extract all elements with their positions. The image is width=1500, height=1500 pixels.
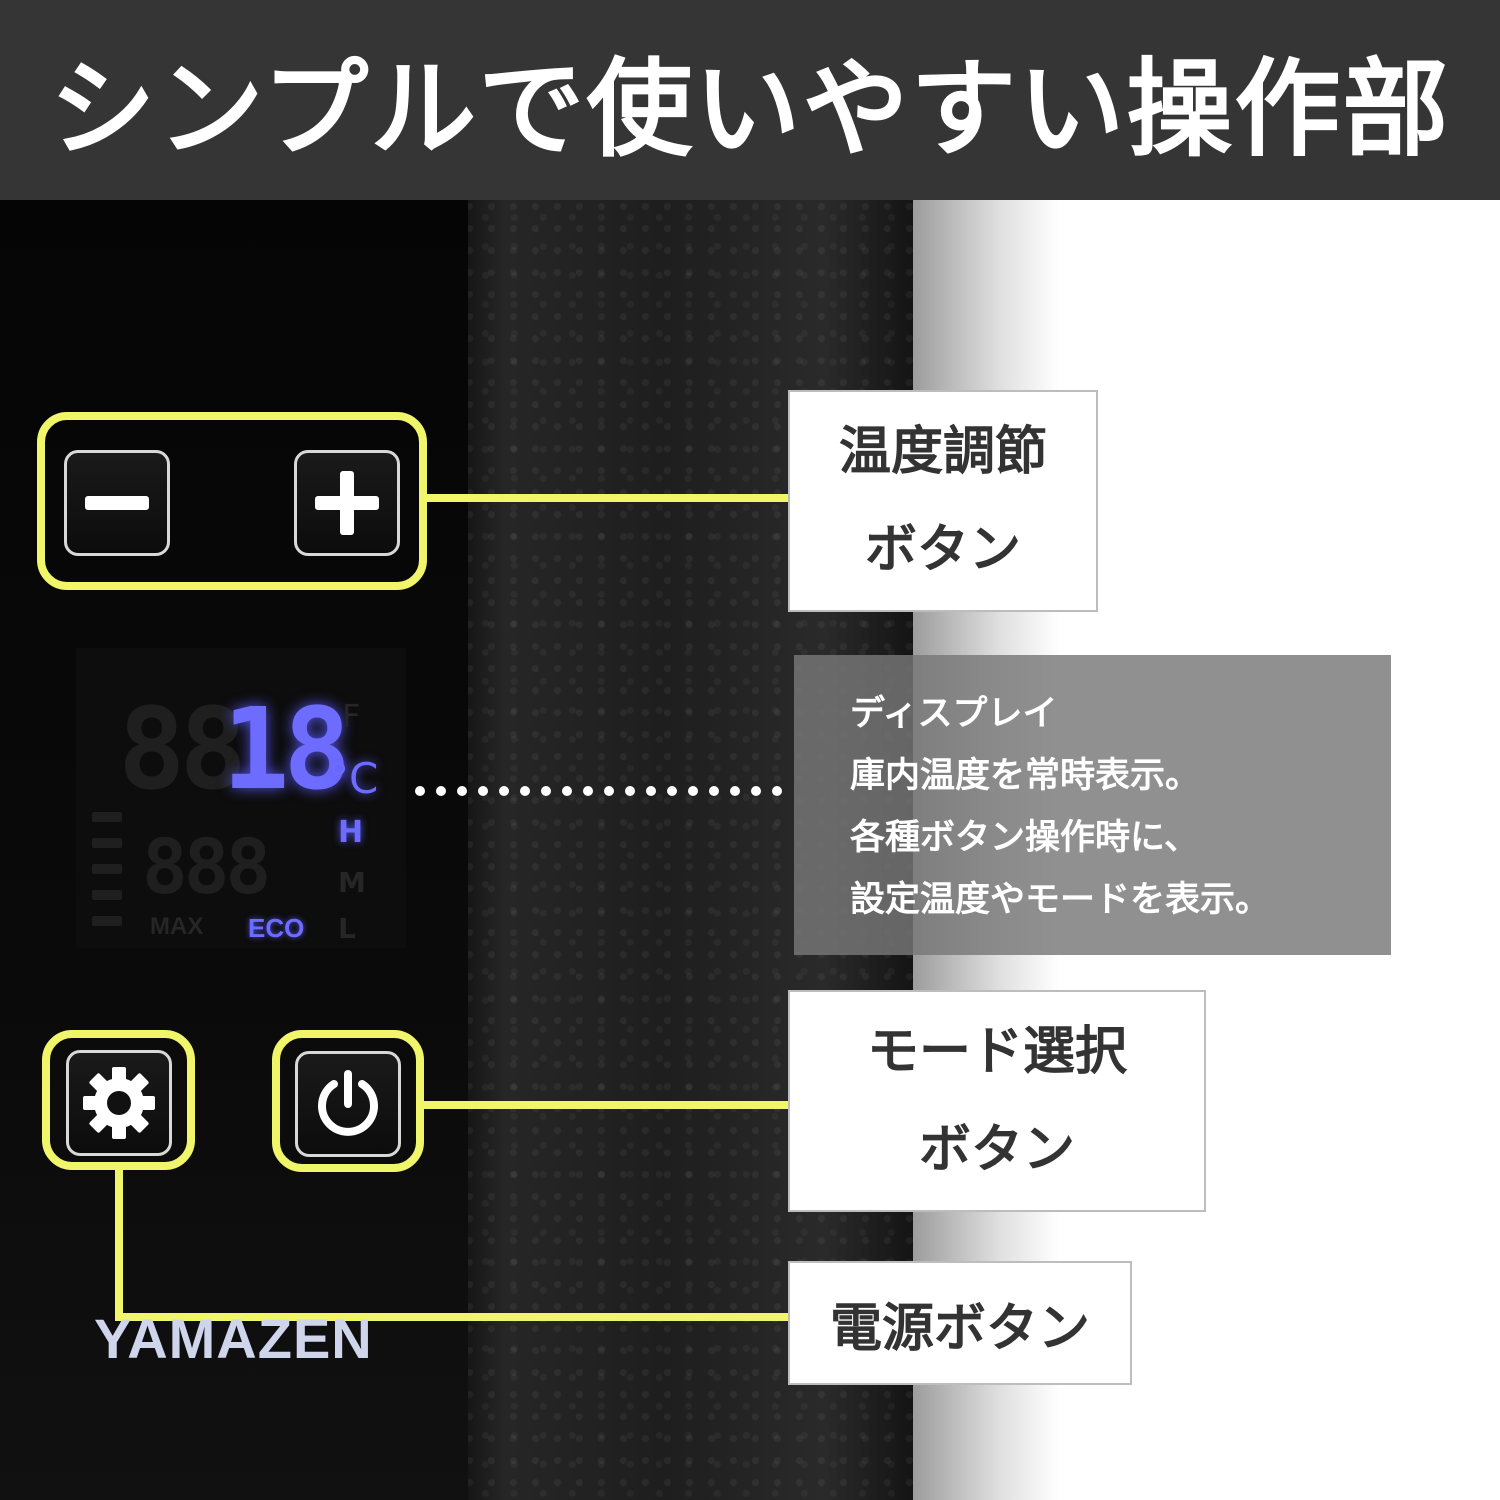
battery-segment bbox=[92, 890, 122, 900]
temp-buttons-highlight bbox=[37, 412, 427, 590]
temp-adjust-callout: 温度調節 ボタン bbox=[788, 390, 1098, 612]
minus-icon bbox=[85, 496, 149, 510]
display-callout-line2: 各種ボタン操作時に、 bbox=[850, 818, 1199, 858]
level-medium-indicator: M bbox=[338, 866, 366, 899]
minus-button[interactable] bbox=[64, 450, 170, 556]
power-callout: 電源ボタン bbox=[788, 1261, 1132, 1385]
max-mode-indicator: MAX bbox=[150, 913, 204, 940]
sub-readout-ghost-digits: 888 bbox=[142, 822, 271, 911]
display-callout-line3: 設定温度やモードを表示。 bbox=[850, 880, 1271, 920]
page-title: シンプルで使いやすい操作部 bbox=[49, 48, 1451, 171]
battery-segment bbox=[92, 916, 122, 926]
display-callout-connector bbox=[415, 785, 797, 797]
mode-select-callout: モード選択 ボタン bbox=[788, 990, 1206, 1212]
power-button-highlight bbox=[272, 1030, 424, 1172]
plus-icon bbox=[315, 471, 379, 535]
power-callout-connector-vertical bbox=[115, 1168, 123, 1320]
header-banner bbox=[0, 0, 1500, 200]
level-low-indicator: L bbox=[338, 912, 356, 945]
power-callout-label: 電源ボタン bbox=[829, 1298, 1090, 1359]
mode-select-callout-line2: ボタン bbox=[918, 1120, 1075, 1180]
power-icon bbox=[318, 1070, 378, 1136]
temp-adjust-callout-line2: ボタン bbox=[864, 520, 1021, 580]
battery-level-bar bbox=[92, 812, 122, 926]
power-callout-connector-horizontal bbox=[115, 1313, 790, 1321]
display-callout: ディスプレイ 庫内温度を常時表示。 各種ボタン操作時に、 設定温度やモードを表示… bbox=[794, 655, 1391, 955]
display-callout-title: ディスプレイ bbox=[850, 694, 1058, 734]
plus-button[interactable] bbox=[294, 450, 400, 556]
gear-icon bbox=[83, 1067, 155, 1139]
temperature-ghost-digits: 88 bbox=[118, 685, 247, 815]
mode-select-callout-line1: モード選択 bbox=[866, 1022, 1127, 1082]
temperature-readout: 18 bbox=[222, 685, 351, 815]
temp-adjust-callout-line1: 温度調節 bbox=[838, 422, 1047, 482]
battery-segment bbox=[92, 812, 122, 822]
level-high-indicator: H bbox=[338, 815, 364, 850]
display-callout-line1: 庫内温度を常時表示。 bbox=[850, 756, 1201, 796]
mode-callout-connector bbox=[422, 1101, 790, 1109]
eco-mode-indicator: ECO bbox=[248, 913, 305, 943]
temp-callout-connector bbox=[425, 494, 790, 502]
power-button[interactable] bbox=[295, 1051, 401, 1157]
brand-logo: YAMAZEN bbox=[94, 1307, 373, 1370]
unit-celsius: °C bbox=[328, 754, 379, 803]
display-window bbox=[76, 648, 406, 948]
mode-select-button[interactable] bbox=[66, 1050, 172, 1156]
battery-segment bbox=[92, 838, 122, 848]
mode-button-highlight bbox=[42, 1030, 195, 1170]
unit-fahrenheit: F bbox=[342, 697, 361, 735]
battery-segment bbox=[92, 864, 122, 874]
